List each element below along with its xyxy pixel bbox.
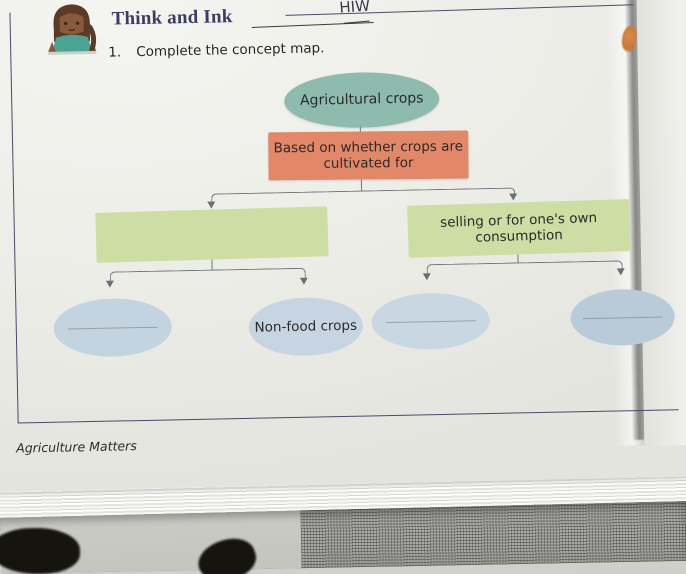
leaf-3-write-line bbox=[385, 320, 476, 324]
arrow-to-blue-3 bbox=[422, 273, 431, 281]
arrow-to-green-right bbox=[509, 193, 518, 201]
page-title: Think and Ink bbox=[111, 6, 233, 30]
shadow-left bbox=[0, 528, 80, 574]
student-girl-avatar-icon bbox=[29, 0, 114, 56]
arrow-to-blue-2 bbox=[299, 277, 308, 285]
worksheet-content: Think and Ink HIW 1. Complete the concep… bbox=[9, 0, 679, 456]
handwritten-answer: HIW bbox=[338, 0, 371, 17]
question-number: 1. bbox=[108, 44, 122, 61]
arrow-to-green-left bbox=[207, 201, 216, 209]
arrow-to-blue-1 bbox=[105, 280, 114, 288]
page-footer: Agriculture Matters bbox=[16, 438, 137, 456]
connector-criteria-stem bbox=[360, 179, 363, 191]
concept-node-criteria: Based on whether crops are cultivated fo… bbox=[268, 130, 469, 181]
leaf-1-write-line bbox=[67, 326, 158, 330]
concept-node-branch-blank bbox=[95, 206, 329, 263]
arrow-to-blue-4 bbox=[616, 268, 625, 276]
connector-greenleft-stem bbox=[211, 259, 213, 270]
leaf-4-write-line bbox=[583, 316, 663, 320]
concept-node-branch-selling: selling or for one's own consumption bbox=[407, 199, 631, 258]
